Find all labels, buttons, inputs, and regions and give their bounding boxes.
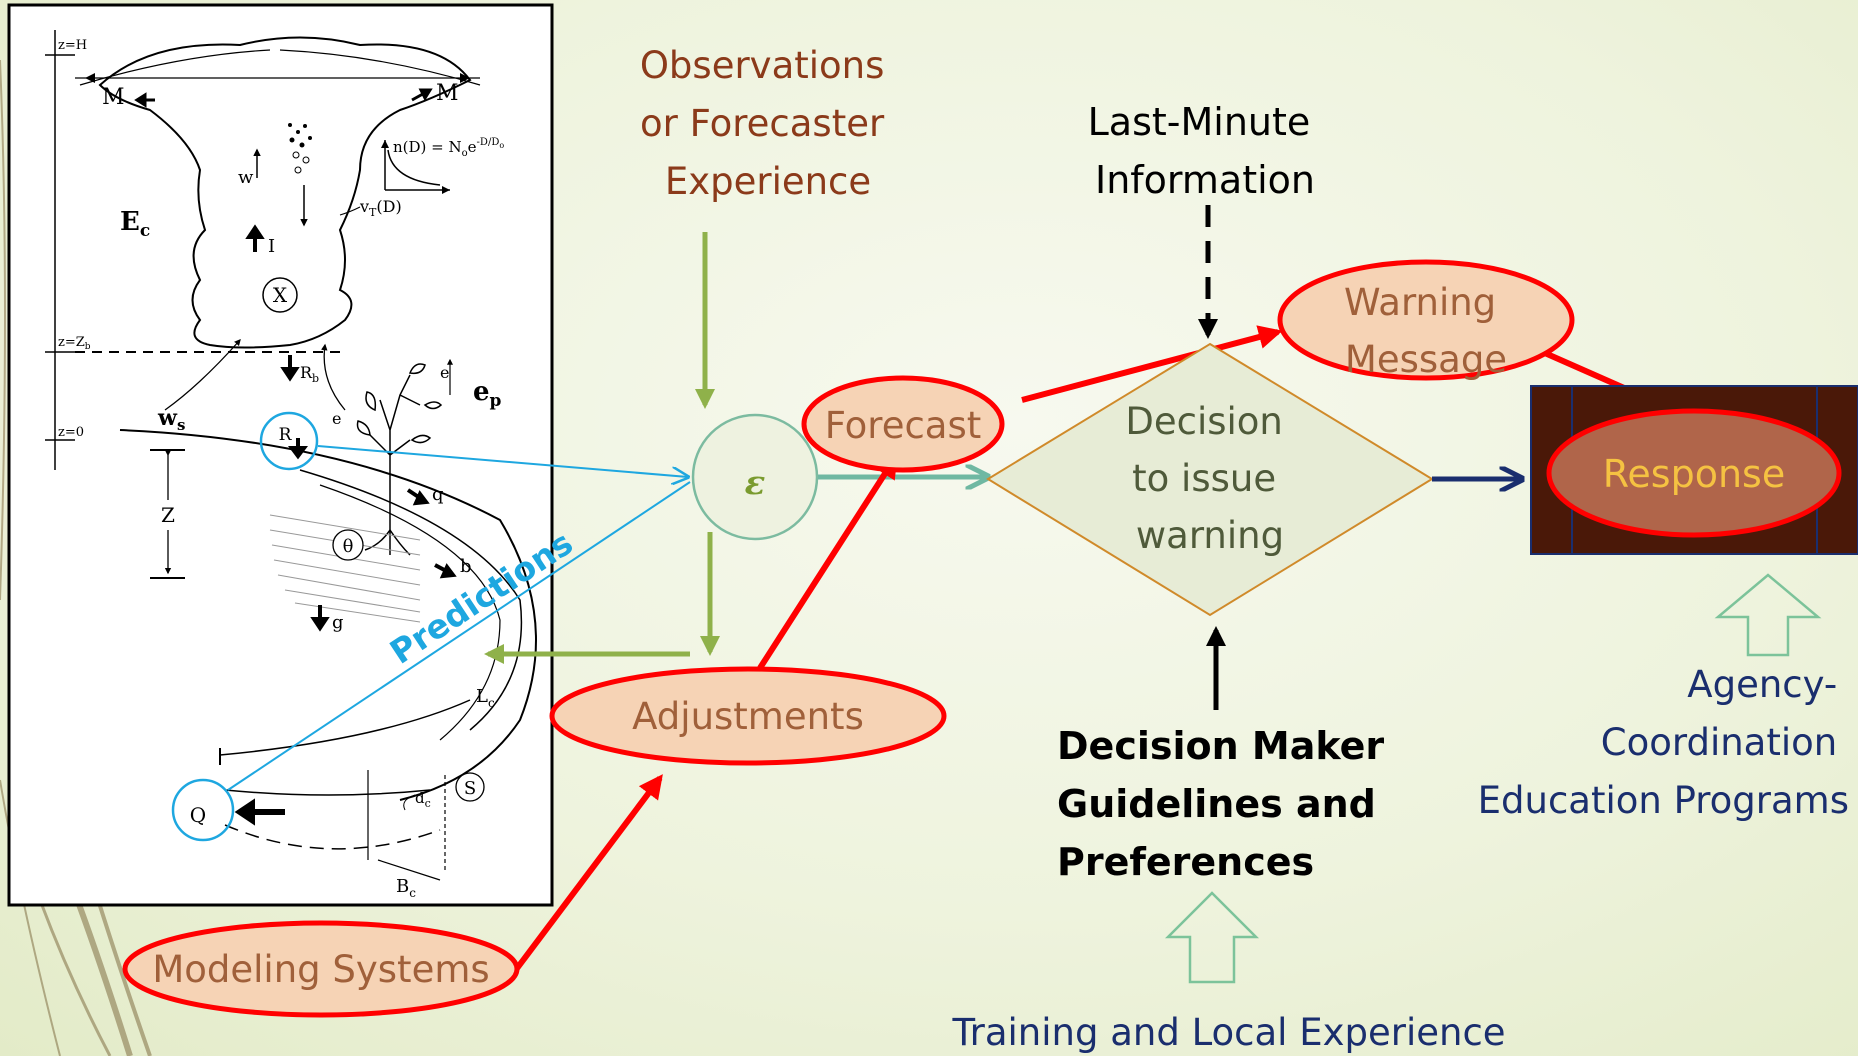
warning-message-label: Warning Message: [1344, 281, 1508, 381]
X-label: X: [273, 283, 288, 307]
Rb-label: Rb: [300, 363, 319, 385]
agency-up-arrow: [1714, 573, 1822, 657]
epsilon-node: [691, 413, 819, 541]
theta-circle: [332, 529, 364, 561]
M-left-label: M: [102, 85, 125, 110]
nD-label: n(D) = Noe-D/Do: [393, 137, 504, 159]
Bc-label: Bc: [396, 876, 416, 900]
R-label: R: [279, 425, 293, 445]
forecast-label: Forecast: [825, 404, 982, 447]
X-circle: [262, 277, 298, 313]
Q-label: Q: [190, 803, 206, 827]
adjustments-node: [549, 666, 947, 766]
last-minute-label: Last-Minute Information: [1088, 100, 1323, 202]
theta-label: θ: [343, 536, 354, 557]
green-arrows: [484, 232, 720, 664]
Ec-label: Ec: [120, 207, 150, 241]
adjustments-label: Adjustments: [632, 695, 864, 738]
S-circle: [455, 772, 485, 802]
ws-label: ws: [157, 405, 185, 434]
decision-maker-label: Decision Maker Guidelines and Preference…: [1057, 724, 1397, 884]
decision-label: Decision to issue warning: [1125, 400, 1294, 557]
w-label: w: [238, 167, 254, 188]
plant-icon: [356, 363, 443, 556]
Q-highlight-circle: [171, 778, 235, 842]
vT-label: vT(D): [359, 197, 402, 219]
hydrology-figure: z=H z=Zb z=0 M M w vT(D) n(D) = Noe-: [7, 3, 554, 907]
epsilon-label: ε: [745, 463, 766, 503]
prediction-line-R: [317, 445, 688, 477]
dc-label: dc: [415, 789, 431, 810]
prediction-line-Q: [227, 481, 691, 791]
M-right-label: M: [436, 81, 459, 106]
I-label: I: [268, 236, 275, 257]
forecast-node: [801, 375, 1005, 473]
training-label: Training and Local Experience: [951, 1011, 1505, 1054]
e-label-2: e: [332, 409, 341, 428]
training-up-arrow: [1164, 891, 1260, 984]
ep-label: ep: [473, 377, 502, 411]
observations-label: Observations or Forecaster Experience: [640, 44, 896, 203]
agency-label: Agency- Coordination Education Programs: [1478, 663, 1849, 822]
b-label: b: [460, 556, 472, 577]
Lc-label: Lc: [476, 686, 495, 710]
S-label: S: [464, 778, 476, 799]
z-0-label: z=0: [58, 425, 84, 440]
e-label-1: e: [440, 363, 449, 382]
cloud-outline: [98, 36, 472, 349]
precip-particles: [288, 123, 312, 174]
modeling-systems-node: [122, 920, 520, 1018]
response-node: [1546, 408, 1842, 538]
Z-label: Z: [161, 503, 175, 527]
decision-diamond: [986, 342, 1434, 617]
q-label: q: [432, 484, 444, 505]
z-Zb-label: z=Zb: [58, 335, 91, 352]
z-H-label: z=H: [58, 38, 87, 53]
R-highlight-circle: [259, 411, 319, 471]
warning-message-node: [1277, 259, 1575, 381]
g-label: g: [332, 612, 344, 633]
modeling-systems-label: Modeling Systems: [152, 948, 489, 991]
response-label: Response: [1603, 452, 1786, 496]
